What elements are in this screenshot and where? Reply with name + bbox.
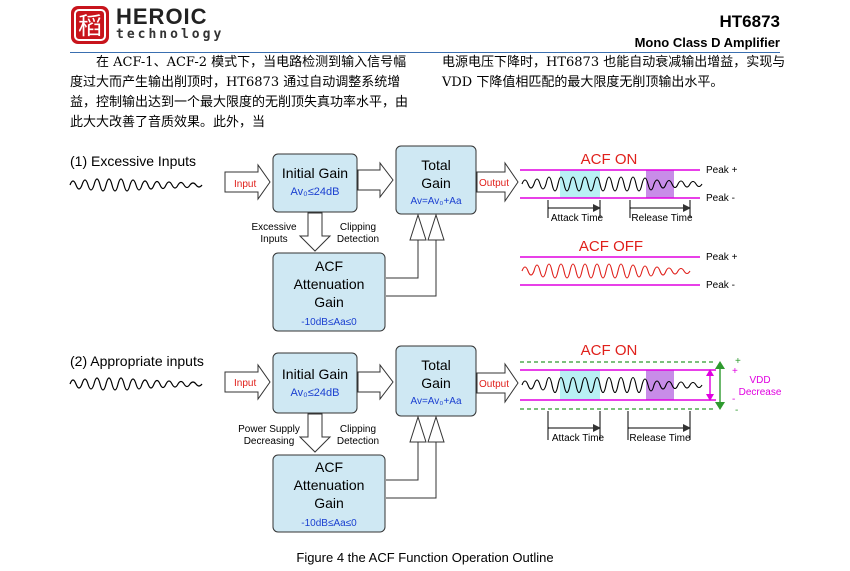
bottom-input-label: Input	[234, 378, 256, 389]
bottom-acf-line1: ACF	[315, 459, 343, 475]
bottom-attack-label: Attack Time	[552, 433, 605, 444]
bottom-middle-arrow	[357, 363, 394, 401]
top-feedback-line-2	[386, 240, 437, 297]
brand-subtitle: technology	[116, 27, 225, 42]
top-middle-arrow	[357, 161, 394, 199]
bottom-total-gain-formula: Av=Av₀+Aa	[410, 396, 461, 407]
bottom-vdd-plus-sign: +	[735, 356, 741, 367]
doc-subtitle: Mono Class D Amplifier	[634, 35, 780, 50]
top-attack-region	[560, 170, 600, 198]
paragraph-left: 在 ACF-1、ACF-2 模式下，当电路检测到输入信号幅度过大而产生输出削顶时…	[70, 55, 409, 130]
top-acf-formula: -10dB≤Aa≤0	[301, 317, 357, 328]
bottom-feedback-arrow-1	[409, 415, 427, 443]
bottom-peak-arrow-up	[706, 369, 714, 376]
top-output-label: Output	[479, 178, 509, 189]
bottom-peak-arrow-down	[706, 394, 714, 401]
top-total-gain-line1: Total	[421, 157, 451, 173]
bottom-output-wave	[521, 376, 703, 394]
bottom-initial-gain-box	[272, 352, 358, 414]
top-off-peak-plus-label: Peak +	[706, 252, 738, 263]
bottom-acf-line2: Attenuation	[294, 477, 365, 493]
top-acf-line1: ACF	[315, 258, 343, 274]
bottom-vdd-line2: Decrease	[739, 387, 782, 398]
top-left-note-2: Inputs	[260, 234, 287, 245]
top-input-wave	[69, 178, 203, 192]
top-acf-line3: Gain	[314, 294, 344, 310]
top-acf-on-label: ACF ON	[581, 151, 638, 168]
paragraph-right: 电源电压下降时，HT6873 也能自动衰减输出增益，实现与 VDD 下降值相匹配…	[442, 55, 786, 90]
bottom-feedback-line-1	[386, 442, 419, 481]
logo-seal-icon: 稻	[71, 6, 109, 44]
top-feedback-arrow-1	[409, 213, 427, 241]
top-total-gain-line2: Gain	[421, 175, 451, 191]
top-output-arrow	[476, 161, 519, 203]
top-acf-line2: Attenuation	[294, 276, 365, 292]
top-right-note-1: Clipping	[340, 222, 376, 233]
bottom-input-wave	[69, 377, 203, 391]
top-initial-gain-box	[272, 153, 358, 213]
model-number: HT6873	[719, 12, 780, 31]
bottom-left-note-1: Power Supply	[238, 424, 300, 435]
bottom-vdd-line1: VDD	[749, 375, 770, 386]
top-initial-gain-formula: Av₀≤24dB	[291, 186, 340, 198]
company-logo: 稻	[70, 5, 110, 45]
top-off-peak-minus-label: Peak -	[706, 280, 735, 291]
bottom-acf-formula: -10dB≤Aa≤0	[301, 518, 357, 529]
bottom-section: (2) Appropriate inputs Input Initial Gai…	[69, 342, 782, 533]
top-feedback-arrow-2	[427, 213, 445, 241]
bottom-total-gain-line2: Gain	[421, 375, 451, 391]
header-rule	[70, 52, 780, 53]
top-initial-gain-title: Initial Gain	[282, 165, 348, 181]
top-output-wave	[521, 176, 703, 192]
top-left-note-1: Excessive	[251, 222, 296, 233]
top-release-label: Release Time	[631, 213, 693, 224]
bottom-feedback-arrow-2	[427, 415, 445, 443]
top-attack-label: Attack Time	[551, 213, 604, 224]
bottom-vdd-minus-sign: -	[735, 405, 738, 416]
top-acf-off-label: ACF OFF	[579, 238, 643, 255]
bottom-total-gain-line1: Total	[421, 357, 451, 373]
bottom-feedback-line-2	[386, 442, 437, 499]
top-feedback-line-1	[386, 240, 419, 279]
bottom-heading: (2) Appropriate inputs	[70, 353, 204, 369]
bottom-vdd-arrow-down	[715, 402, 725, 410]
top-peak-plus-label: Peak +	[706, 165, 738, 176]
bottom-peak-plus-sign: +	[732, 366, 738, 377]
top-peak-minus-label: Peak -	[706, 193, 735, 204]
bottom-acf-box	[272, 454, 386, 533]
bottom-right-note-1: Clipping	[340, 424, 376, 435]
top-right-note-2: Detection	[337, 234, 379, 245]
bottom-initial-gain-formula: Av₀≤24dB	[291, 387, 340, 399]
bottom-acf-line3: Gain	[314, 495, 344, 511]
top-acf-box	[272, 252, 386, 332]
bottom-initial-gain-title: Initial Gain	[282, 366, 348, 382]
bottom-down-arrow	[298, 413, 332, 453]
bottom-release-label: Release Time	[629, 433, 691, 444]
bottom-vdd-arrow-up	[715, 361, 725, 369]
top-heading: (1) Excessive Inputs	[70, 153, 196, 169]
top-off-output-wave	[521, 263, 691, 279]
top-section: (1) Excessive Inputs Input Initial Gain …	[69, 145, 738, 332]
top-input-arrow	[224, 163, 271, 201]
top-down-arrow	[298, 212, 332, 252]
bottom-output-label: Output	[479, 379, 509, 390]
bottom-attack-region	[560, 370, 600, 400]
bottom-output-arrow	[476, 362, 519, 404]
bottom-left-note-2: Decreasing	[244, 436, 295, 447]
figure-caption: Figure 4 the ACF Function Operation Outl…	[296, 550, 554, 565]
top-input-label: Input	[234, 179, 256, 190]
top-total-gain-formula: Av=Av₀+Aa	[410, 196, 461, 207]
bottom-input-arrow	[224, 363, 271, 401]
bottom-right-note-2: Detection	[337, 436, 379, 447]
brand-name: HEROIC	[116, 4, 208, 29]
bottom-peak-minus-sign: -	[732, 394, 735, 405]
bottom-acf-on-label: ACF ON	[581, 342, 638, 359]
logo-glyph: 稻	[78, 13, 102, 40]
